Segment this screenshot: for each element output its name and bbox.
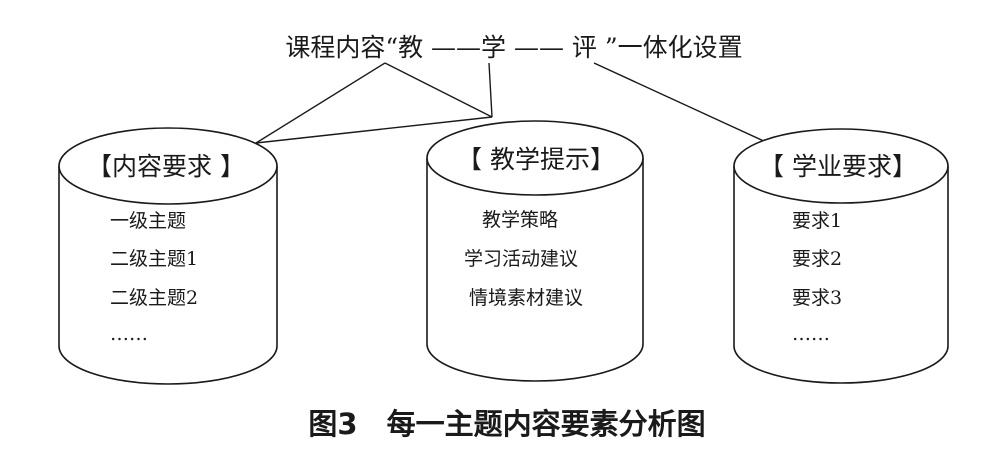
- cylinder-body: [733, 166, 949, 384]
- list-item: 一级主题: [110, 210, 186, 232]
- connector-ping-to-academic: [593, 62, 769, 144]
- list-item: ……: [110, 323, 148, 345]
- list-item: 二级主题1: [110, 248, 198, 270]
- list-item: 学习活动建议: [464, 248, 578, 270]
- connector-jiao-to-teaching: [384, 62, 493, 118]
- list-item: ……: [792, 323, 830, 345]
- connector-jiao-to-content: [255, 62, 386, 144]
- connector-lines: [255, 62, 769, 144]
- diagram-title: 课程内容“教 ——学 —— 评 ”一体化设置: [285, 33, 742, 62]
- list-item: 要求1: [792, 210, 842, 232]
- connector-xue-to-content: [255, 116, 493, 144]
- list-item: 二级主题2: [110, 287, 198, 309]
- cylinder-title: 【 教学提示】: [457, 145, 615, 174]
- connector-xue-to-teaching: [488, 62, 493, 118]
- cylinder-top: [733, 128, 949, 204]
- list-item: 要求3: [792, 287, 842, 309]
- cylinder-academic-requirements: 【 学业要求】 要求1 要求2 要求3 ……: [733, 128, 949, 384]
- cylinder-body: [426, 158, 644, 382]
- cylinder-content-requirements: 【内容要求 】 一级主题 二级主题1 二级主题2 ……: [58, 127, 278, 385]
- list-item: 要求2: [792, 248, 842, 270]
- cylinder-top: [426, 120, 644, 196]
- figure-caption: 图3 每一主题内容要素分析图: [308, 407, 705, 441]
- cylinder-title: 【 学业要求】: [759, 152, 917, 181]
- list-item: 情境素材建议: [469, 287, 583, 309]
- cylinder-title: 【内容要求 】: [87, 152, 245, 181]
- list-item: 教学策略: [482, 209, 558, 231]
- cylinder-body: [58, 166, 278, 385]
- cylinder-teaching-tips: 【 教学提示】 教学策略 学习活动建议 情境素材建议: [426, 120, 644, 382]
- cylinder-top: [58, 127, 278, 205]
